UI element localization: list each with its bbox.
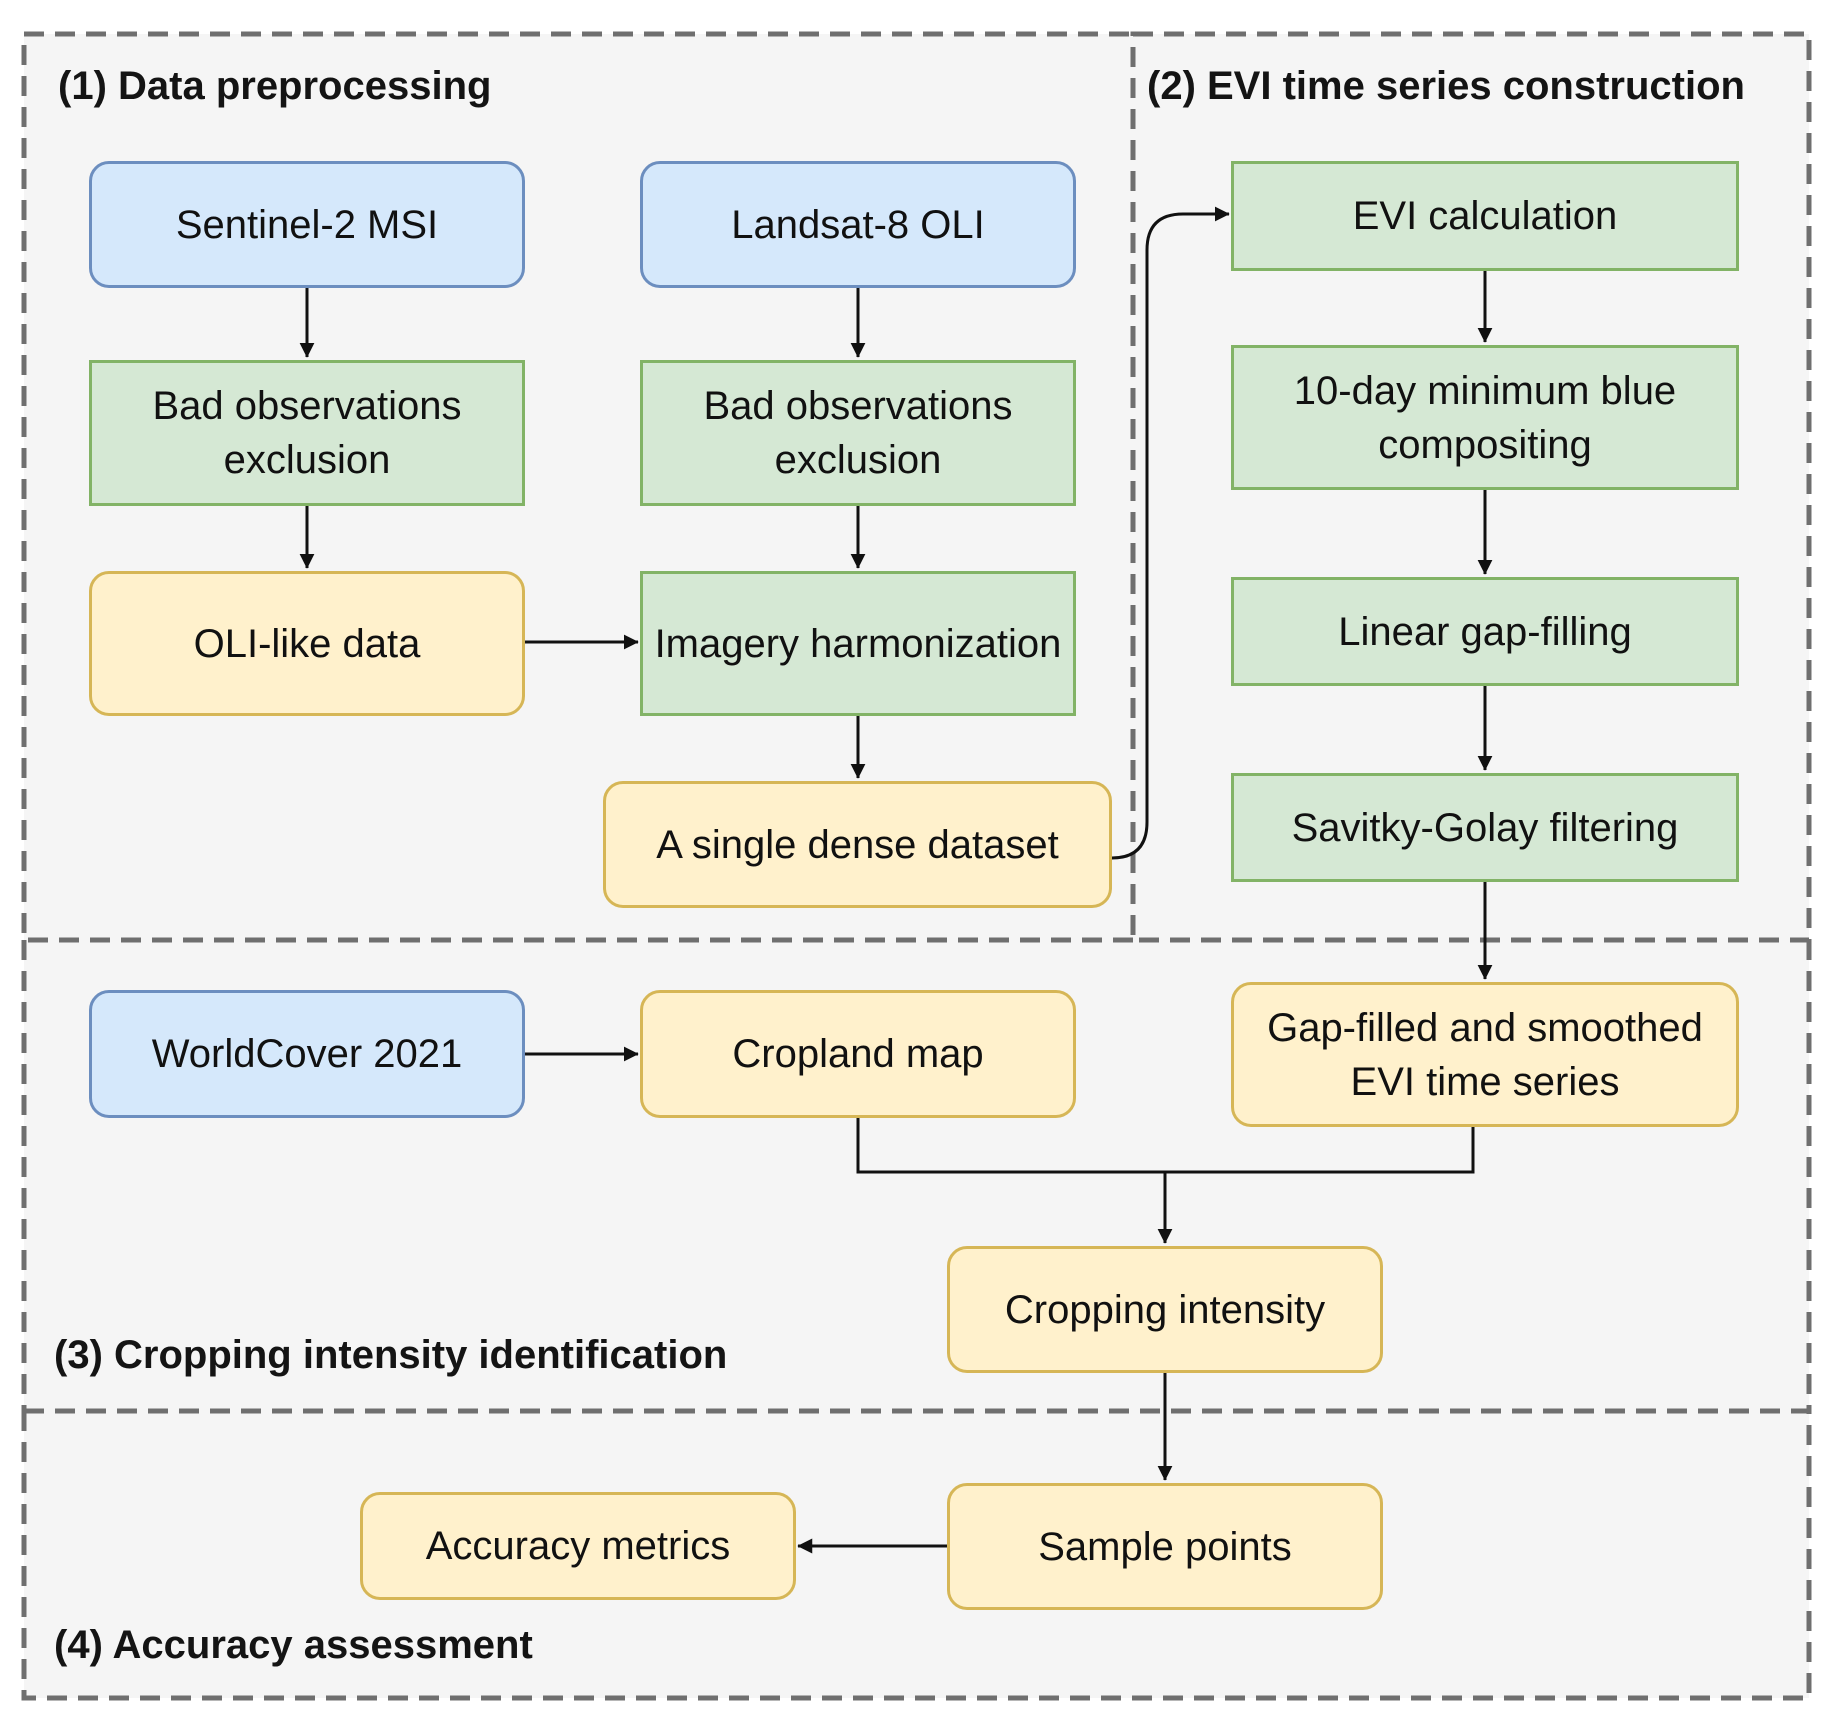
node-linear-gap-filling: Linear gap-filling: [1231, 577, 1739, 686]
node-single-dense-dataset: A single dense dataset: [603, 781, 1112, 908]
node-sentinel-2-msi: Sentinel-2 MSI: [89, 161, 525, 288]
node-label: EVI calculation: [1352, 194, 1618, 238]
section-title-cropping-identification: (3) Cropping intensity identification: [54, 1333, 728, 1377]
node-bad-observations-exclusion-s2: Bad observations exclusion: [89, 360, 525, 506]
node-label: Landsat-8 OLI: [731, 202, 985, 247]
node-cropping-intensity: Cropping intensity: [947, 1246, 1383, 1373]
node-savitky-golay-filtering: Savitky-Golay filtering: [1231, 773, 1739, 882]
node-evi-calculation: EVI calculation: [1231, 161, 1739, 271]
node-label: Bad observations exclusion: [152, 384, 462, 482]
node-label: A single dense dataset: [656, 822, 1059, 867]
node-oli-like-data: OLI-like data: [89, 571, 525, 716]
node-landsat-8-oli: Landsat-8 OLI: [640, 161, 1076, 288]
node-label: Cropland map: [732, 1032, 984, 1076]
section-title-accuracy-assessment: (4) Accuracy assessment: [54, 1623, 533, 1667]
node-label: WorldCover 2021: [151, 1032, 463, 1076]
node-cropland-map: Cropland map: [640, 990, 1076, 1118]
node-label: Sample points: [1038, 1524, 1292, 1569]
node-label: Savitky-Golay filtering: [1291, 805, 1679, 850]
node-worldcover-2021: WorldCover 2021: [89, 990, 525, 1118]
node-label: Imagery harmonization: [654, 621, 1062, 666]
node-accuracy-metrics: Accuracy metrics: [360, 1492, 796, 1600]
node-imagery-harmonization: Imagery harmonization: [640, 571, 1076, 716]
node-label: Cropping intensity: [1004, 1287, 1326, 1332]
node-label: Linear gap-filling: [1338, 609, 1632, 654]
node-sample-points: Sample points: [947, 1483, 1383, 1610]
section-title-evi-construction: (2) EVI time series construction: [1147, 64, 1745, 108]
node-label: 10-day minimum blue compositing: [1293, 368, 1677, 467]
node-label: OLI-like data: [193, 621, 421, 666]
section-title-data-preprocessing: (1) Data preprocessing: [58, 64, 492, 108]
node-bad-observations-exclusion-l8: Bad observations exclusion: [640, 360, 1076, 506]
node-label: Sentinel-2 MSI: [175, 202, 439, 247]
node-gap-filled-smoothed-evi-series: Gap-filled and smoothed EVI time series: [1231, 982, 1739, 1127]
node-label: Bad observations exclusion: [703, 384, 1013, 482]
node-label: Accuracy metrics: [425, 1524, 731, 1568]
node-label: Gap-filled and smoothed EVI time series: [1267, 1005, 1703, 1104]
node-10-day-minimum-blue-compositing: 10-day minimum blue compositing: [1231, 345, 1739, 490]
